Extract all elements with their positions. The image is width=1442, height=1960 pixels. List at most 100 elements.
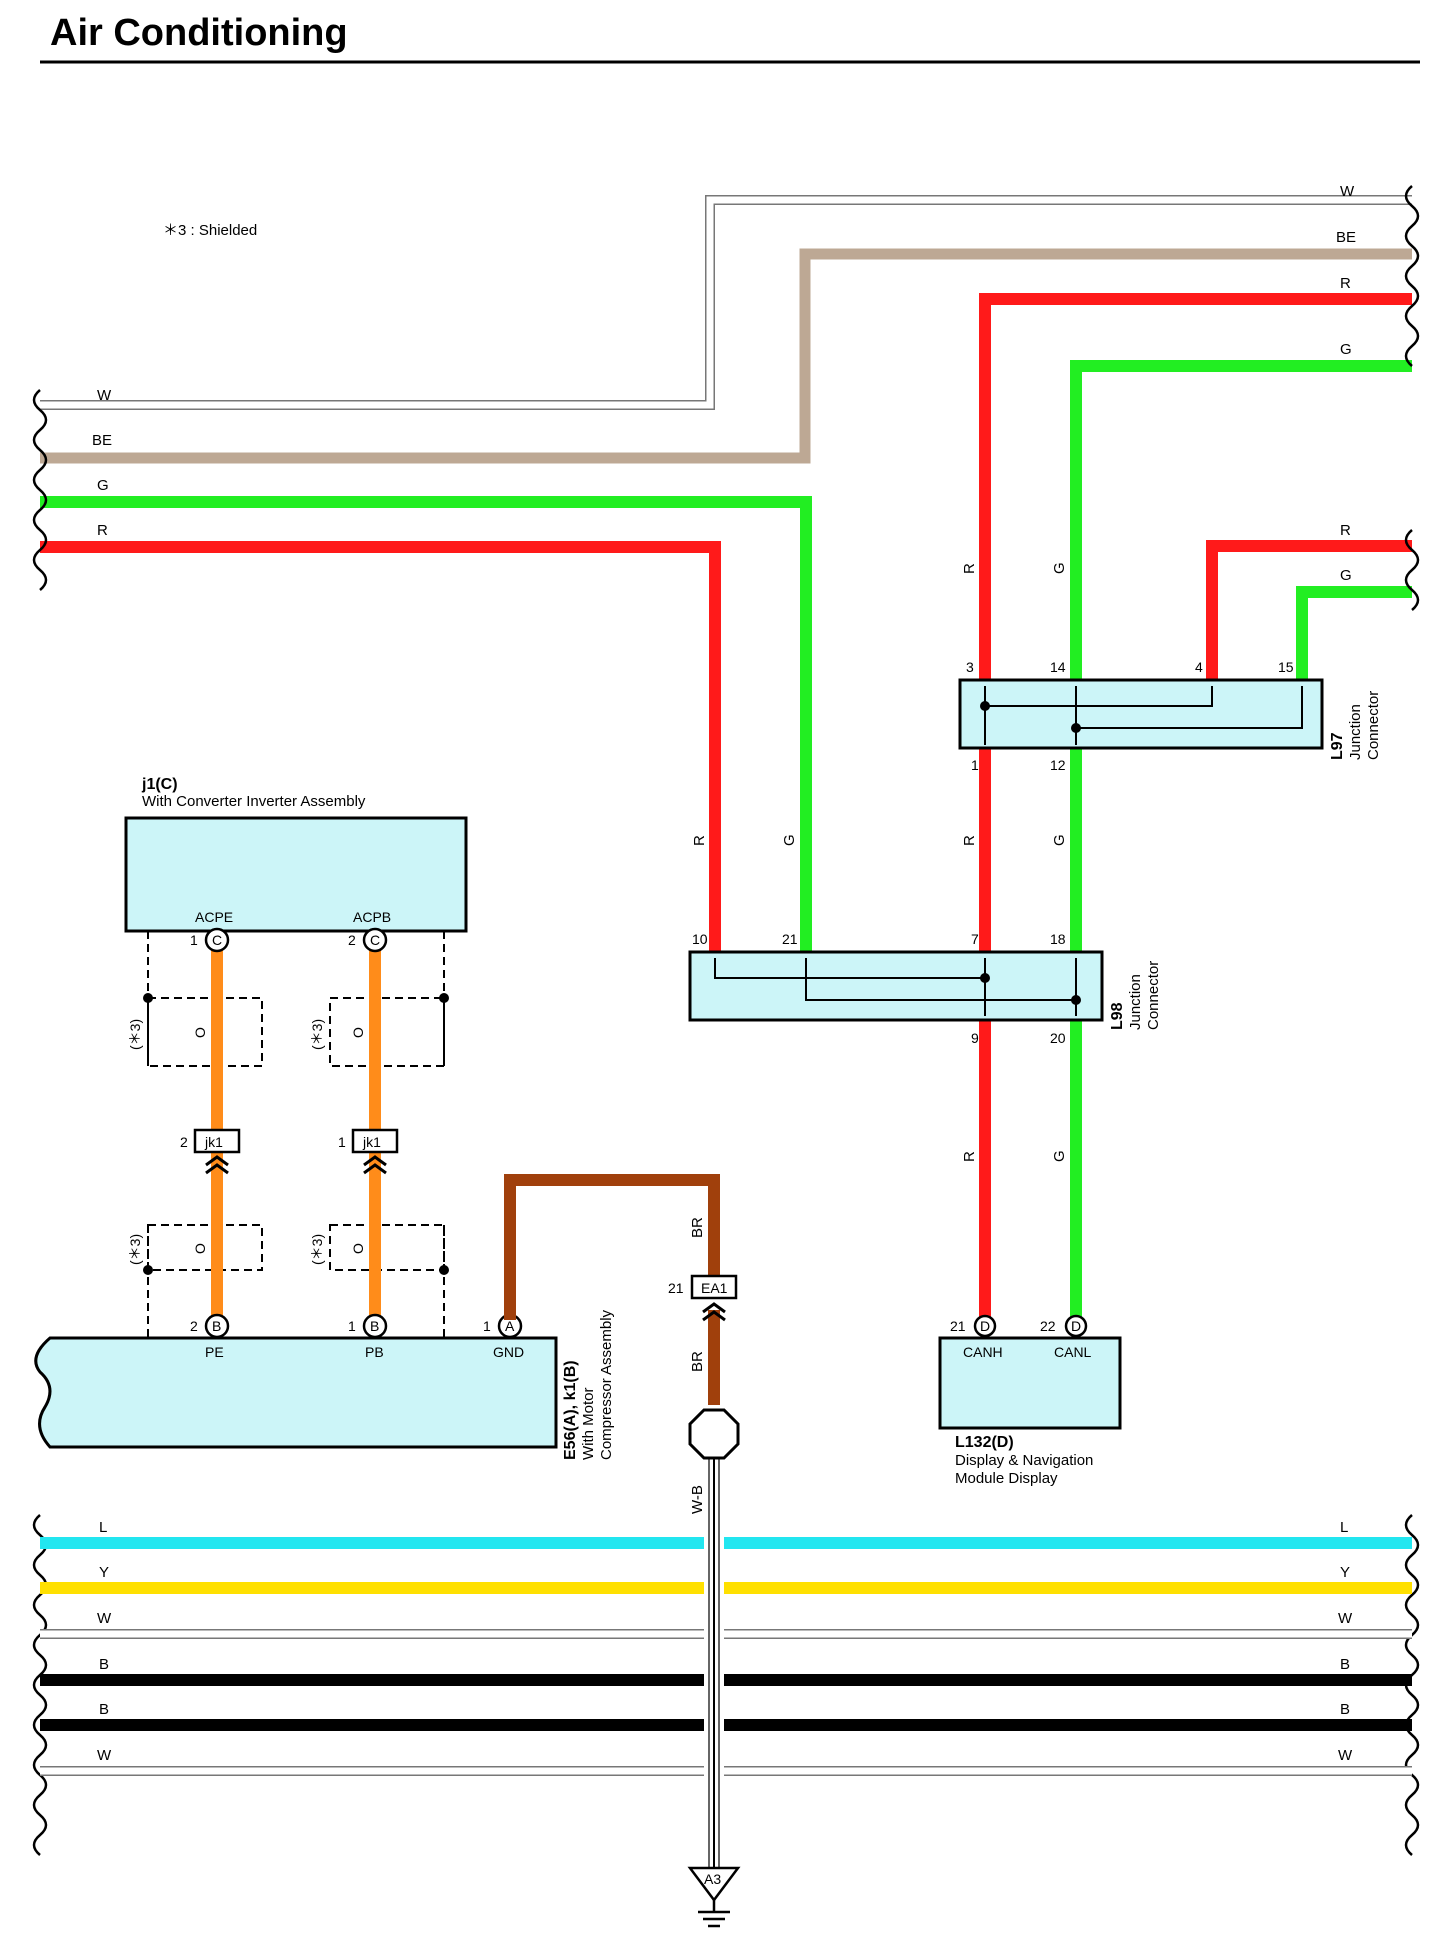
pin-number: 2 <box>190 1318 198 1334</box>
wire-label: G <box>781 834 798 846</box>
wire-label: R <box>961 835 978 846</box>
shield-label: (＊3) <box>127 1234 143 1265</box>
pin-letter: C <box>212 932 222 948</box>
wire-label: Y <box>99 1564 109 1581</box>
pin-letter: B <box>212 1318 221 1334</box>
shield-labels: (＊3) (＊3) (＊3) (＊3) O O O O <box>127 1019 366 1265</box>
j1-pins: C C 1 2 <box>190 927 388 953</box>
pin-letter: D <box>1071 1318 1081 1334</box>
connector-desc: Connector <box>1365 691 1382 760</box>
e56-body <box>34 1336 558 1449</box>
wire-label: G <box>1051 1150 1068 1162</box>
connector-id: L97 <box>1329 732 1346 760</box>
wire-label: R <box>961 1151 978 1162</box>
wire-label: B <box>1340 1701 1350 1718</box>
orange-wires <box>211 944 381 1320</box>
wire-label: BR <box>689 1217 706 1238</box>
pin-number: 14 <box>1050 659 1066 675</box>
break-mark-left-bottom <box>32 1514 48 1856</box>
connector-desc: With Motor <box>580 1387 597 1460</box>
break-mark-right-top <box>1404 185 1420 367</box>
wire-label: BE <box>1336 229 1356 246</box>
ground-circuit: EA1 21 A3 <box>504 1174 741 1928</box>
break-mark-left-top <box>32 389 48 591</box>
l97-body <box>958 678 1324 750</box>
pin-number: 18 <box>1050 931 1066 947</box>
wire-label: B <box>99 1656 109 1673</box>
wire-label: L <box>99 1519 107 1536</box>
wire-g-left <box>40 496 812 960</box>
wire-label: O <box>350 1027 366 1038</box>
pin-number: 1 <box>338 1134 346 1150</box>
wire-label: O <box>350 1243 366 1254</box>
wire-label: W-B <box>689 1485 706 1514</box>
terminal-name: ACPB <box>353 909 391 925</box>
terminal-name: CANH <box>963 1344 1003 1360</box>
splice-point <box>688 1408 740 1460</box>
connector-name: jk1 <box>362 1134 381 1150</box>
wire-label: G <box>1051 834 1068 846</box>
shield-label: (＊3) <box>127 1019 143 1050</box>
wire-g-top <box>1070 360 1412 1320</box>
junction-dot <box>1071 995 1081 1005</box>
pin-number: 7 <box>971 931 979 947</box>
pin-letter: B <box>370 1318 379 1334</box>
terminal-name: ACPE <box>195 909 233 925</box>
terminal-name: CANL <box>1054 1344 1092 1360</box>
wire-label: G <box>97 477 109 494</box>
pin-number: 12 <box>1050 757 1066 773</box>
wire-label: R <box>1340 522 1351 539</box>
connector-j1: j1(C) With Converter Inverter Assembly A… <box>124 776 468 933</box>
shield-label: (＊3) <box>309 1234 325 1265</box>
wire-labels: W BE R G W BE G R R G R G R G R G R G BR… <box>92 183 1356 1514</box>
wire-r-l97-pin4 <box>1206 540 1412 686</box>
wire-be-top <box>40 248 1412 464</box>
connector-id: E56(A), k1(B) <box>562 1360 579 1460</box>
junction-dot <box>980 701 990 711</box>
wire-label: R <box>691 835 708 846</box>
connector-desc: Module Display <box>955 1470 1058 1487</box>
connector-desc: Compressor Assembly <box>598 1309 615 1460</box>
pin-number: 1 <box>348 1318 356 1334</box>
connector-l97: 3 14 4 15 1 12 L97 Junction Connector <box>958 659 1382 773</box>
wire-label: W <box>1338 1610 1353 1627</box>
wire-r-left <box>40 541 721 960</box>
pin-number: 4 <box>1195 659 1203 675</box>
wire-label: W <box>97 1610 112 1627</box>
pin-number: 21 <box>782 931 798 947</box>
terminal-name: GND <box>493 1344 524 1360</box>
terminal-name: PB <box>365 1344 384 1360</box>
connector-desc: Display & Navigation <box>955 1452 1093 1469</box>
break-mark-right-l97 <box>1404 529 1420 611</box>
shield-enclosures <box>147 931 445 1338</box>
junction-dot <box>980 973 990 983</box>
pin-number: 21 <box>668 1280 684 1296</box>
pin-number: 9 <box>971 1030 979 1046</box>
wire-r-top <box>979 293 1412 1320</box>
connector-name: EA1 <box>701 1280 728 1296</box>
pin-letter: C <box>370 932 380 948</box>
connector-desc: Junction <box>1127 974 1144 1030</box>
connector-desc: Junction <box>1347 704 1364 760</box>
pin-letter: A <box>505 1318 515 1334</box>
wire-label: B <box>1340 1656 1350 1673</box>
pin-number: 21 <box>950 1318 966 1334</box>
wire-label: O <box>192 1243 208 1254</box>
j1-body <box>124 816 468 933</box>
connector-e56: B B A 2 1 1 PE PB GND E56(A), k1(B) With… <box>34 1309 615 1460</box>
wire-br <box>504 1174 720 1320</box>
bottom-wires <box>40 1537 1412 1776</box>
pin-number: 15 <box>1278 659 1294 675</box>
wire-label: R <box>1340 275 1351 292</box>
pin-number: 2 <box>348 932 356 948</box>
connector-desc: With Converter Inverter Assembly <box>142 793 366 810</box>
connector-name: jk1 <box>204 1134 223 1150</box>
pin-number: 1 <box>483 1318 491 1334</box>
pin-number: 3 <box>966 659 974 675</box>
connector-id: L132(D) <box>955 1434 1014 1451</box>
inline-connector-ea1 <box>690 1274 738 1300</box>
wire-label: R <box>97 522 108 539</box>
l132-body <box>938 1336 1122 1430</box>
wire-g-l97-pin15 <box>1296 586 1412 686</box>
